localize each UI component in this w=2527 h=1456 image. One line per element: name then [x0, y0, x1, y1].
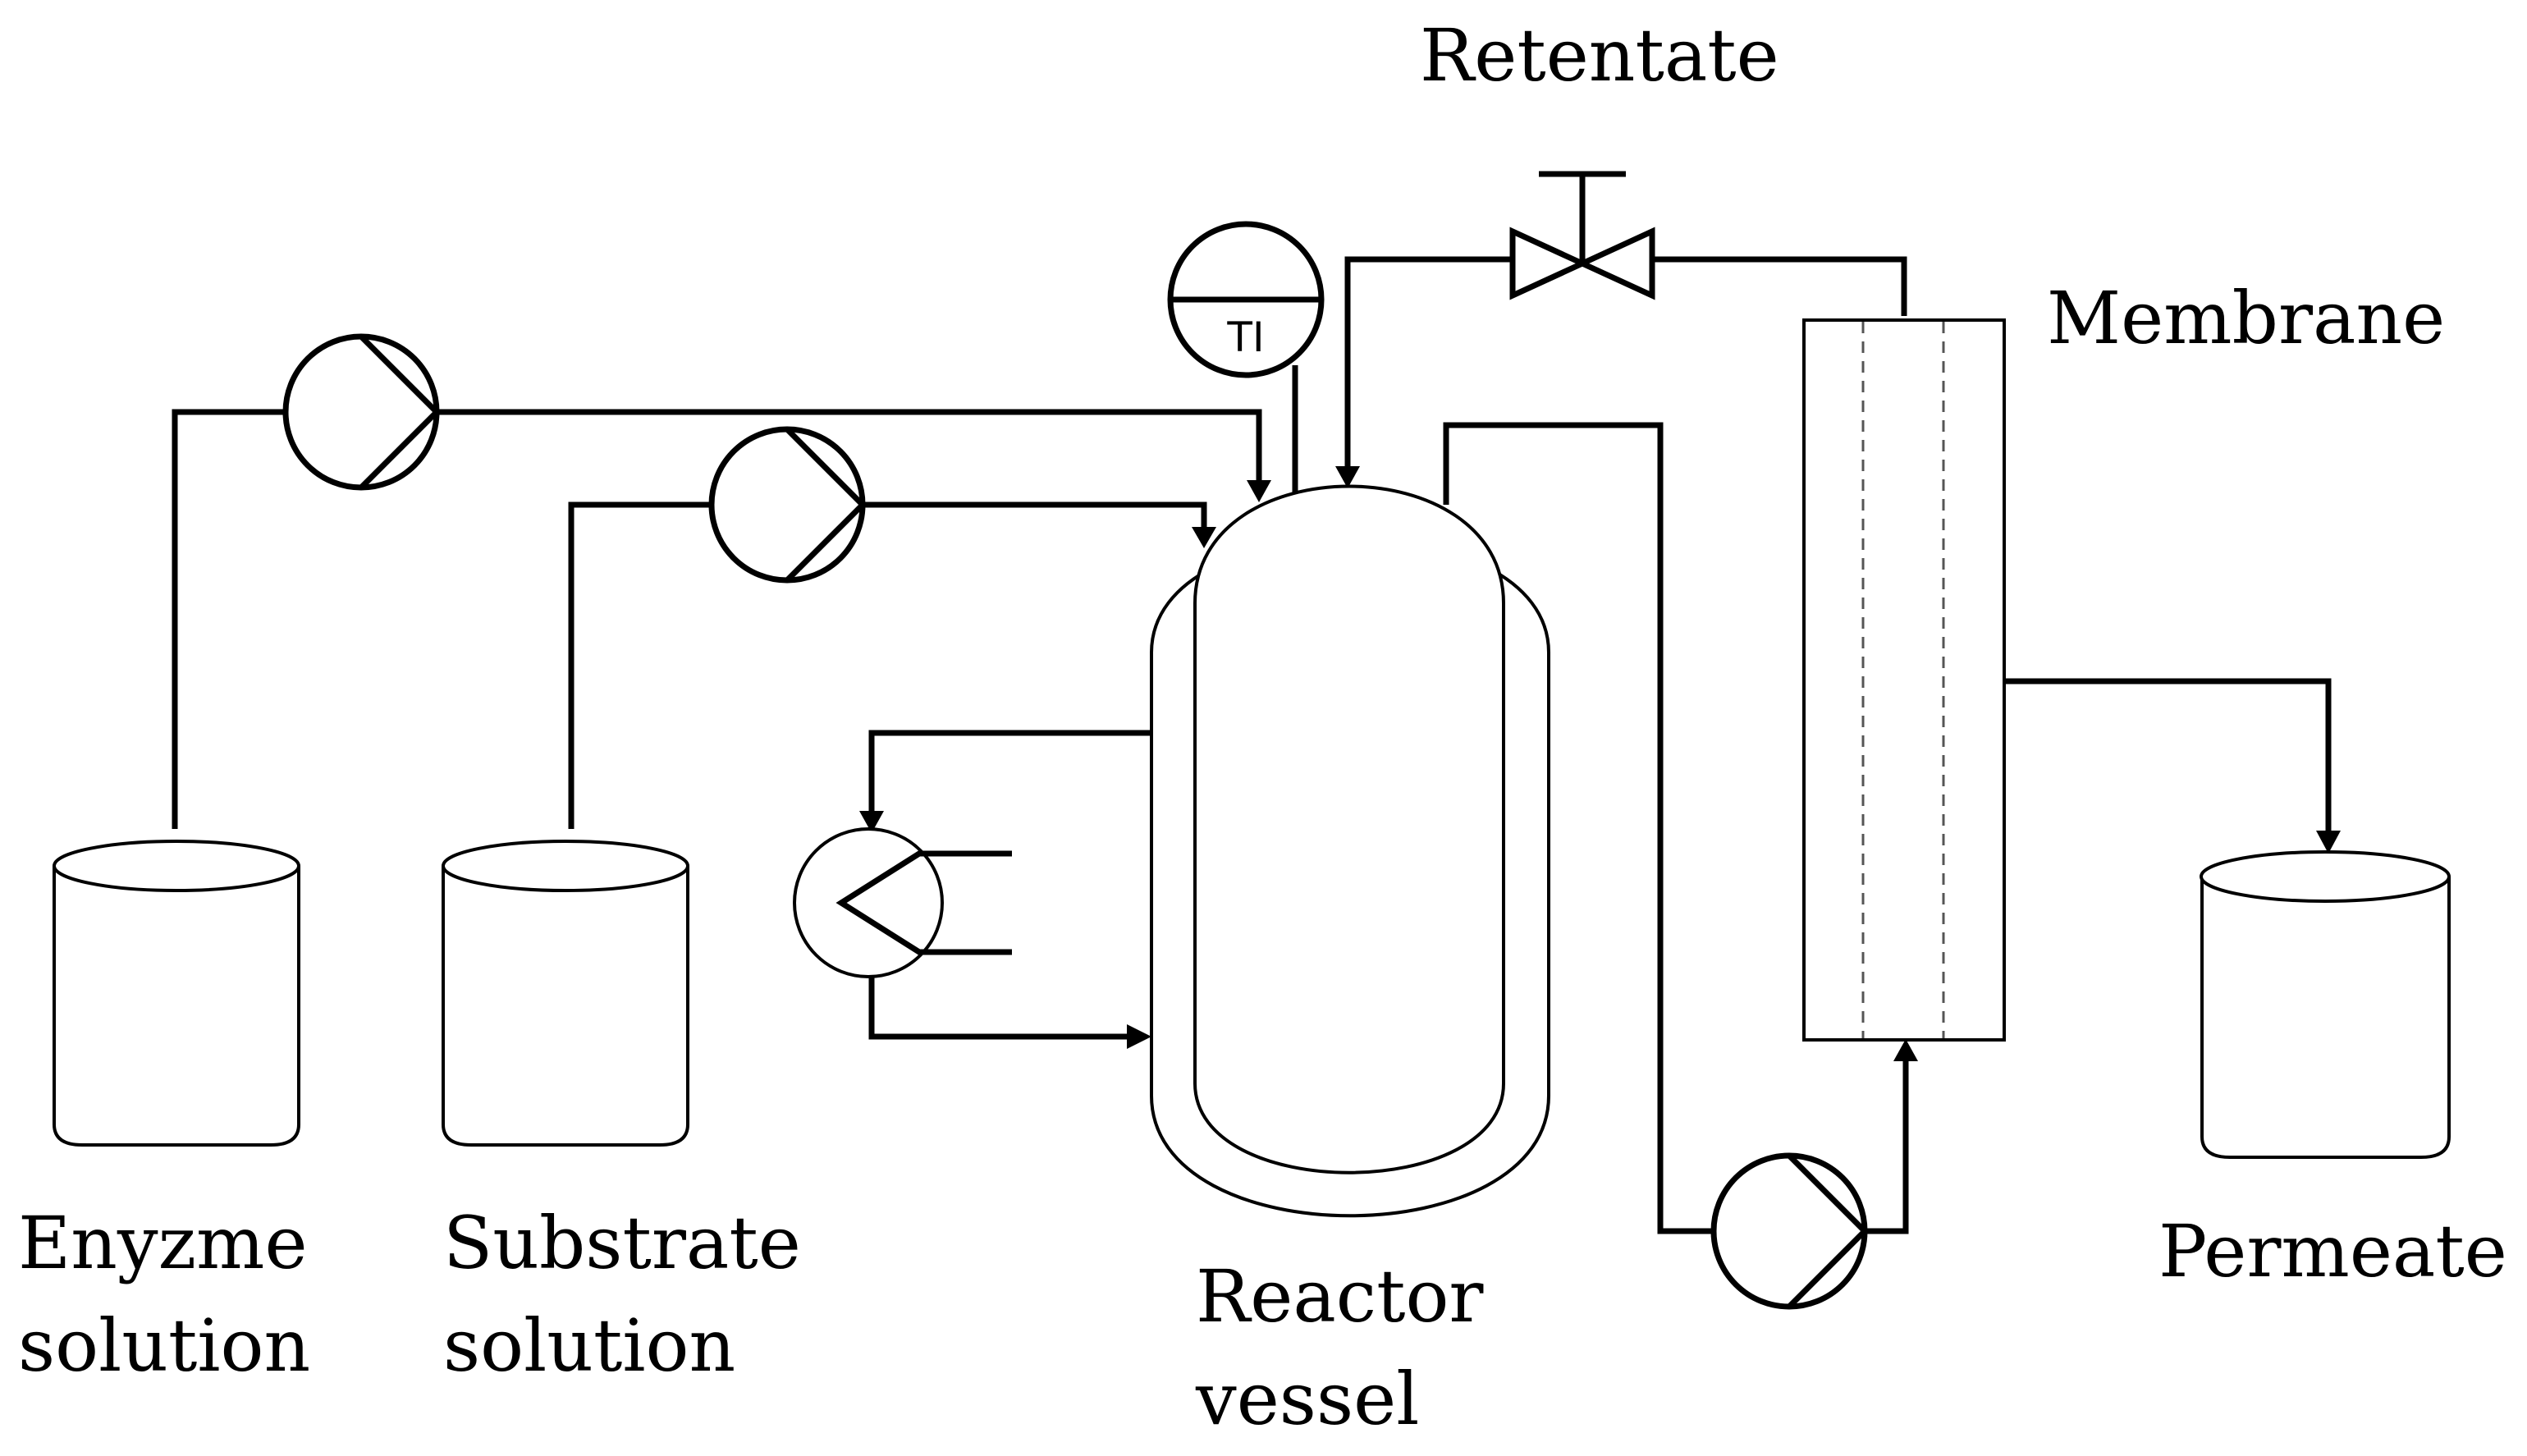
substrate-feed-line: [568, 501, 711, 829]
permeate-label: Permeate: [2158, 1209, 2507, 1293]
enzyme-tank: [53, 840, 300, 1147]
pump-to-membrane-line: [1865, 1059, 1909, 1234]
enzyme-feed-line: [172, 409, 286, 829]
membrane-module: [1802, 318, 2006, 1042]
reactor-vessel: [1150, 484, 1550, 1218]
enzyme-pump: [282, 333, 441, 491]
substrate-solution-label-line2: solution: [443, 1303, 735, 1388]
heat-exchanger: [793, 827, 1012, 978]
substrate-solution-label-line1: Substrate: [443, 1201, 801, 1285]
ti-label: TI: [1226, 314, 1264, 361]
substrate-pump: [708, 426, 867, 584]
jacket-outlet-line: [868, 730, 1151, 813]
permeate-line: [2004, 678, 2332, 833]
substrate-pump-to-reactor-line: [863, 501, 1207, 529]
retentate-valve: [1509, 171, 1655, 300]
substrate-tank: [442, 840, 689, 1147]
enzyme-inlet-arrowhead: [1247, 480, 1271, 502]
reactor-vessel-label-line1: Reactor: [1196, 1254, 1484, 1339]
temperature-indicator: TI: [1167, 221, 1325, 378]
jacket-inlet-arrowhead: [1127, 1024, 1151, 1049]
heat-exchanger-inlet-arrowhead: [859, 811, 884, 833]
substrate-inlet-arrowhead: [1192, 527, 1216, 548]
enzyme-solution-label-line1: Enyzme: [18, 1201, 308, 1285]
reactor-inner-vessel: [1193, 484, 1505, 1174]
retentate-label: Retentate: [1420, 13, 1779, 98]
retentate-inlet-arrowhead: [1335, 466, 1360, 488]
jacket-inlet-line: [868, 977, 1128, 1040]
reactor-outlet-line: [1443, 422, 1714, 1234]
retentate-to-reactor-line: [1344, 256, 1513, 468]
enzyme-pump-to-reactor-line: [437, 409, 1262, 484]
reactor-vessel-label-line2: vessel: [1195, 1357, 1419, 1441]
enzyme-solution-label-line2: solution: [18, 1303, 310, 1388]
retentate-return-line: [1652, 256, 1907, 316]
membrane-label: Membrane: [2047, 276, 2445, 360]
membrane-inlet-arrowhead: [1893, 1039, 1918, 1061]
permeate-tank: [2200, 850, 2451, 1159]
permeate-arrowhead: [2316, 831, 2341, 854]
recirculation-pump: [1710, 1152, 1869, 1310]
